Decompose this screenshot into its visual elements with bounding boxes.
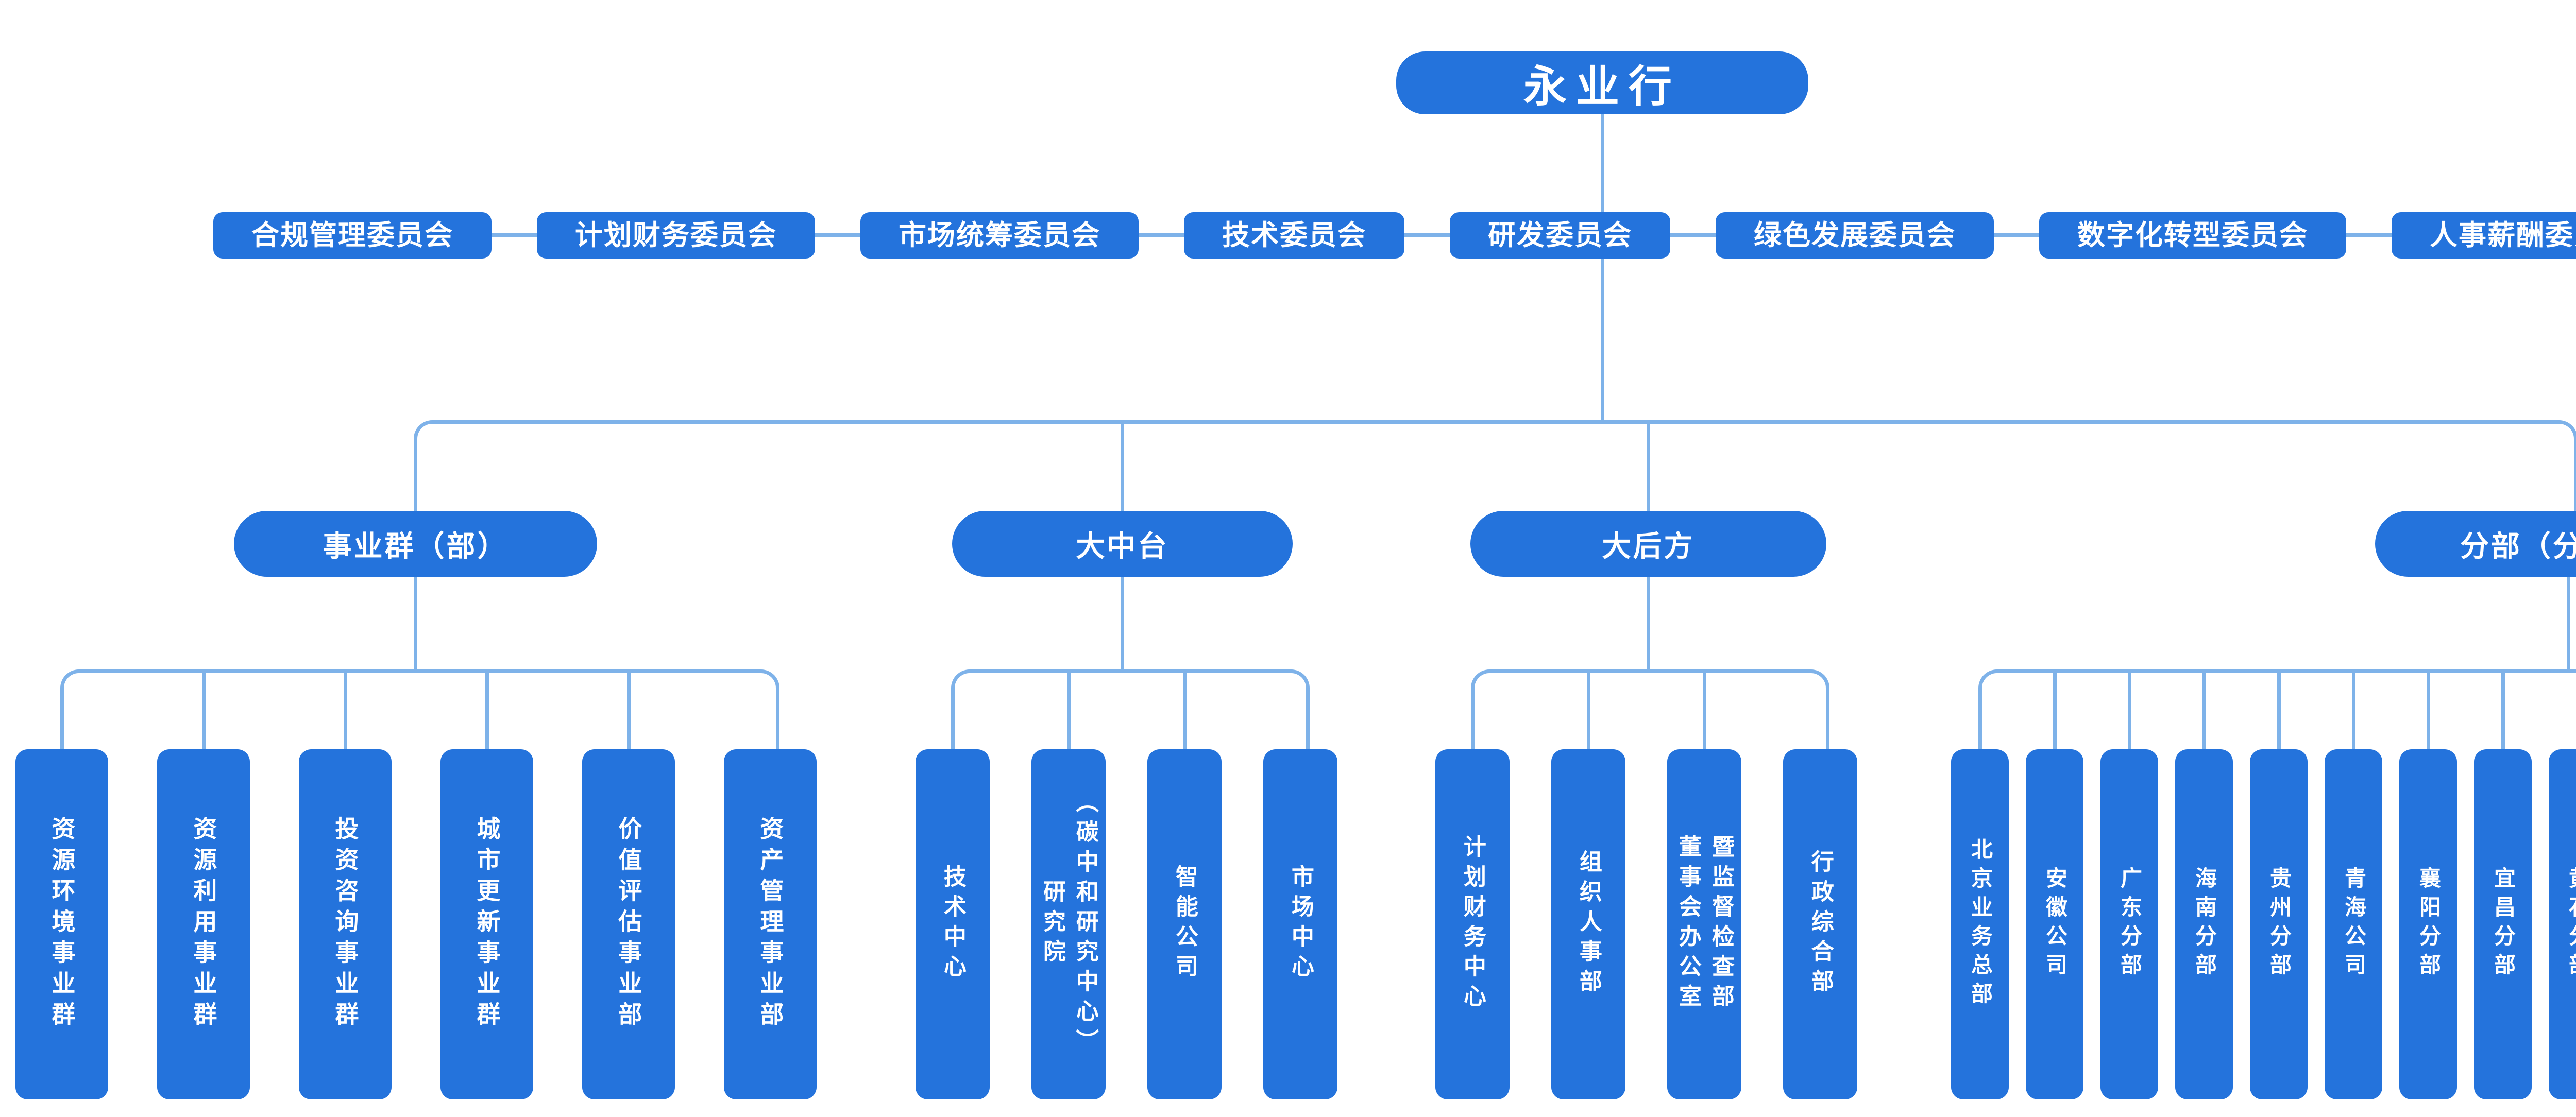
leaf-node: 宜昌分部	[2474, 749, 2532, 1099]
leaf-label: 宜昌分部	[2491, 867, 2516, 982]
connector-leaf-stub	[485, 669, 489, 749]
connector-group3-drop	[1647, 577, 1650, 669]
leaf-node: 组织人事部	[1551, 749, 1625, 1099]
connector-leaf-stub	[202, 669, 206, 749]
leaf-label: 智能公司	[1172, 865, 1197, 984]
leaf-label: 城市更新事业群	[473, 816, 501, 1033]
leaf-node: 行政综合部	[1783, 749, 1857, 1099]
leaf-node: 青海公司	[2325, 749, 2382, 1099]
connector-group2-stub	[1121, 420, 1124, 511]
group-label: 大后方	[1602, 529, 1695, 562]
leaf-node: 城市更新事业群	[440, 749, 533, 1099]
connector-leaf-stub	[627, 669, 631, 749]
leaf-label: 投资咨询事业群	[332, 816, 359, 1033]
root-node: 永业行	[1396, 51, 1808, 114]
connector-leaves-bracket-2	[951, 669, 1310, 753]
leaf-node: 资源环境事业群	[15, 749, 108, 1099]
leaf-node: 襄阳分部	[2399, 749, 2457, 1099]
leaf-label: 价值评估事业部	[615, 816, 642, 1033]
connector-committee-chain	[258, 233, 2576, 237]
leaf-label: 青海公司	[2342, 867, 2366, 982]
committee-node: 市场统筹委员会	[860, 212, 1139, 259]
leaf-label: 安徽公司	[2043, 867, 2067, 982]
leaf-node: 贵州分部	[2250, 749, 2308, 1099]
leaf-node: 市场中心	[1263, 749, 1337, 1099]
leaf-label: 研究院 （碳中和研究中心）	[1040, 790, 1098, 1059]
connector-leaf-stub	[1703, 669, 1706, 749]
group-label: 事业群（部）	[323, 529, 509, 562]
committee-node: 计划财务委员会	[537, 212, 815, 259]
leaf-label: 技术中心	[940, 865, 965, 984]
connector-group4-drop	[2567, 577, 2570, 669]
leaf-node: 资产管理事业部	[724, 749, 817, 1099]
leaf-label: 资产管理事业部	[757, 816, 784, 1033]
connector-groups-bracket	[414, 420, 2576, 514]
committee-row: 合规管理委员会 计划财务委员会 市场统筹委员会 技术委员会 研发委员会 绿色发展…	[0, 212, 2576, 259]
committee-node: 合规管理委员会	[213, 212, 492, 259]
connector-leaf-stub	[2202, 669, 2206, 749]
root-label: 永业行	[1523, 62, 1681, 111]
group-label: 大中台	[1076, 529, 1169, 562]
connector-group3-stub	[1647, 420, 1650, 511]
connector-group1-drop	[414, 577, 417, 669]
leaf-node: 投资咨询事业群	[299, 749, 392, 1099]
connector-leaves-bracket-1	[60, 669, 779, 753]
connector-leaf-stub	[2427, 669, 2430, 749]
connector-leaf-stub	[1067, 669, 1071, 749]
connector-root-stub	[1601, 114, 1604, 420]
leaf-label: 海南分部	[2192, 867, 2217, 982]
leaf-node: 安徽公司	[2026, 749, 2083, 1099]
group-label: 分部（分公司）	[2460, 529, 2576, 562]
committee-node: 数字化转型委员会	[2039, 212, 2346, 259]
leaf-node: 海南分部	[2175, 749, 2233, 1099]
leaf-label: 计划财务中心	[1460, 835, 1485, 1014]
group-node-2: 大中台	[952, 511, 1293, 577]
leaf-label: 行政综合部	[1807, 850, 1833, 999]
connector-leaf-stub	[1183, 669, 1187, 749]
committee-node: 研发委员会	[1450, 212, 1670, 259]
connector-leaf-stub	[2352, 669, 2355, 749]
leaf-node: 智能公司	[1147, 749, 1222, 1099]
leaf-label: 北京业务总部	[1968, 838, 1993, 1011]
committee-node: 绿色发展委员会	[1716, 212, 1994, 259]
connector-group2-drop	[1121, 577, 1124, 669]
leaf-node: 价值评估事业部	[582, 749, 675, 1099]
leaf-label: 贵州分部	[2267, 867, 2292, 982]
connector-leaf-stub	[344, 669, 347, 749]
connector-leaf-stub	[2277, 669, 2281, 749]
group-node-3: 大后方	[1470, 511, 1826, 577]
leaf-label: 广东分部	[2117, 867, 2142, 982]
leaf-label: 襄阳分部	[2416, 867, 2441, 982]
committee-node: 技术委员会	[1184, 212, 1404, 259]
leaf-node: 黄石分部	[2549, 749, 2576, 1099]
group-node-1: 事业群（部）	[234, 511, 597, 577]
group-node-4: 分部（分公司）	[2375, 511, 2576, 577]
connector-leaf-stub	[1587, 669, 1590, 749]
leaf-node: 北京业务总部	[1951, 749, 2009, 1099]
leaf-node: 技术中心	[916, 749, 990, 1099]
leaf-label: 黄石分部	[2566, 867, 2576, 982]
leaf-label: 市场中心	[1287, 865, 1313, 984]
leaf-label: 组织人事部	[1575, 850, 1601, 999]
leaf-node: 研究院 （碳中和研究中心）	[1031, 749, 1106, 1099]
connector-leaf-stub	[2501, 669, 2505, 749]
committee-node: 人事薪酬委员会	[2392, 212, 2576, 259]
leaf-label: 董事会办公室 暨监督检查部	[1675, 835, 1734, 1014]
leaf-label: 资源环境事业群	[48, 816, 76, 1033]
connector-leaf-stub	[2053, 669, 2057, 749]
leaf-label: 资源利用事业群	[190, 816, 217, 1033]
leaf-node: 广东分部	[2100, 749, 2158, 1099]
leaf-node: 董事会办公室 暨监督检查部	[1667, 749, 1741, 1099]
leaf-node: 计划财务中心	[1435, 749, 1510, 1099]
connector-leaf-stub	[2128, 669, 2131, 749]
leaf-node: 资源利用事业群	[157, 749, 250, 1099]
connector-leaves-bracket-3	[1471, 669, 1829, 753]
